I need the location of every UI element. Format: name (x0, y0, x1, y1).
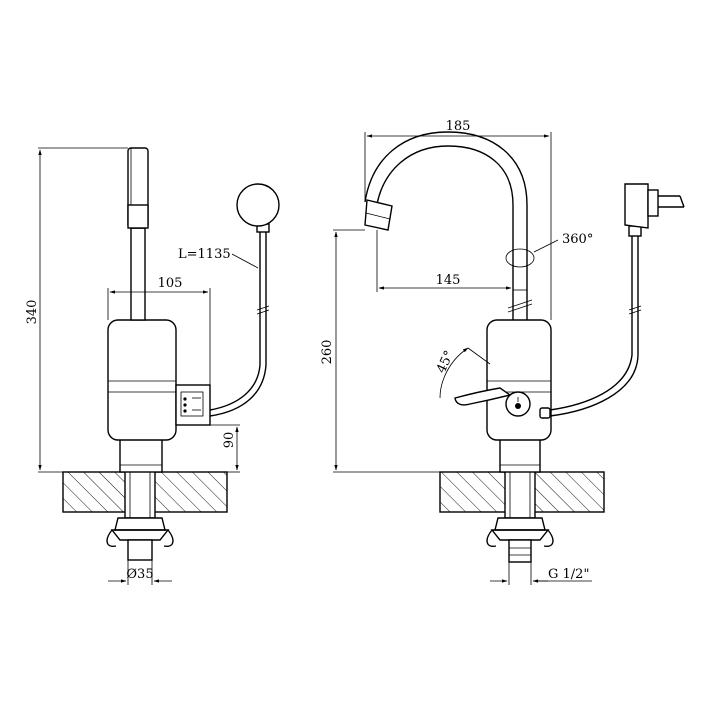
dim-front-height-label: 340 (25, 300, 40, 325)
front-spout-pipe (130, 227, 146, 321)
dim-lever-angle-label: 45° (434, 348, 457, 375)
front-mount-stud (124, 467, 156, 519)
dim-side-reach-label: 145 (436, 273, 461, 288)
side-heater-body (486, 319, 552, 441)
dim-front-width-label: 105 (158, 276, 183, 291)
front-plug-ball (236, 183, 280, 227)
front-temperature-display (175, 384, 211, 426)
front-power-cable (209, 230, 261, 411)
side-power-plug (624, 183, 649, 229)
dim-front-outlet-label: 90 (222, 432, 237, 449)
side-power-cable (549, 235, 633, 411)
dim-swivel-label: 360° (562, 232, 593, 247)
front-heater-body (107, 319, 177, 441)
side-aerator (364, 199, 393, 231)
side-mount-stud (504, 467, 536, 519)
dim-lever-angle-arc (439, 347, 469, 399)
dim-side-height-label: 260 (320, 340, 335, 365)
side-spout-gooseneck (376, 145, 514, 320)
side-base-collar (499, 437, 541, 473)
front-wing-nut (114, 517, 166, 531)
side-lever-handle (454, 387, 512, 406)
dim-thread-label: G 1/2" (548, 567, 589, 582)
side-wing-nut (494, 517, 546, 531)
side-swivel-indicator (505, 248, 535, 268)
front-base-collar (119, 437, 163, 473)
dim-side-reach-total-label: 185 (446, 119, 471, 134)
front-view: 340 105 L=1135 90 Ø35 (25, 147, 280, 585)
dim-mount-diameter-label: Ø35 (126, 567, 153, 582)
side-view: 360° 185 145 260 45° (320, 119, 685, 585)
dim-cable-length-label: L=1135 (178, 247, 231, 262)
